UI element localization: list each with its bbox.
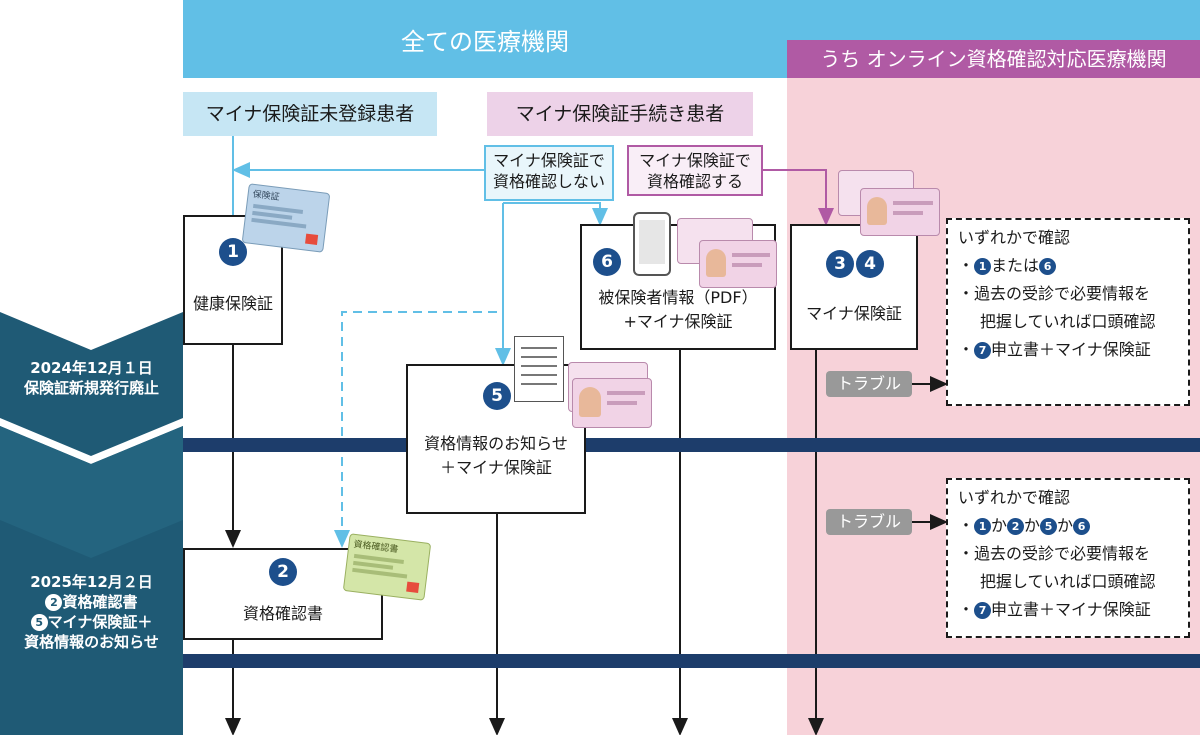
timeline-2024-desc: 保険証新規発行廃止 xyxy=(23,379,159,397)
condition-line: 資格確認する xyxy=(646,172,743,191)
qualification-card-icon: 資格確認書 xyxy=(342,533,432,601)
timeline-chevron-3 xyxy=(0,426,183,558)
procedure-patient-label: マイナ保険証手続き患者 xyxy=(487,92,753,136)
my-number-insurance-label: マイナ保険証 xyxy=(806,304,902,323)
notes-text: 申立書＋マイナ保険証 xyxy=(991,340,1151,359)
timeline-band-2024 xyxy=(183,438,1200,452)
notes-line: 把握していれば口頭確認 xyxy=(980,572,1156,591)
condition-line: 資格確認しない xyxy=(492,172,605,191)
notes-text: か xyxy=(1057,516,1074,535)
timeline-2025-date: 2025年12月２日 xyxy=(30,573,153,591)
trouble-label-upper: トラブル xyxy=(826,371,912,397)
timeline-2025-text: マイナ保険証＋ xyxy=(47,613,153,631)
qualification-notice-label: 資格情報のお知らせ ＋マイナ保険証 xyxy=(406,432,586,480)
number-badge: 5 xyxy=(30,614,48,631)
trouble-label-lower: トラブル xyxy=(826,509,912,535)
number-badge-1: 1 xyxy=(219,238,247,266)
notes-title: いずれかで確認 xyxy=(958,488,1071,507)
notes-text: 申立書＋マイナ保険証 xyxy=(991,600,1151,619)
timeline-2025-text: 資格確認書 xyxy=(62,593,138,611)
number-badge-3: 3 xyxy=(826,250,854,278)
number-badge: 2 xyxy=(45,594,63,611)
my-number-card-icon xyxy=(699,240,777,288)
insured-info-label: 被保険者情報（PDF） +マイナ保険証 xyxy=(580,286,776,334)
notes-line: ・過去の受診で必要情報を xyxy=(958,544,1151,563)
online-institutions-title: うち オンライン資格確認対応医療機関 xyxy=(787,40,1200,78)
number-badge: 6 xyxy=(1039,258,1057,275)
timeline-chevron-1 xyxy=(0,312,183,456)
number-badge-4: 4 xyxy=(856,250,884,278)
number-badge: 6 xyxy=(1073,518,1091,535)
smartphone-icon xyxy=(633,212,671,276)
number-badge-2: 2 xyxy=(269,558,297,586)
notes-title: いずれかで確認 xyxy=(958,228,1071,247)
box-label-line: ＋マイナ保険証 xyxy=(440,458,552,477)
my-number-insurance-box xyxy=(790,224,918,350)
condition-line: マイナ保険証で xyxy=(639,151,751,170)
number-badge: 5 xyxy=(1040,518,1058,535)
health-insurance-card-label: 健康保険証 xyxy=(192,294,273,313)
notes-text: か xyxy=(991,516,1008,535)
notes-text: か xyxy=(1024,516,1041,535)
timeline-2024: 2024年12月１日 保険証新規発行廃止 xyxy=(0,358,183,398)
number-badge: 2 xyxy=(1007,518,1025,535)
number-badge: 1 xyxy=(974,258,992,275)
my-number-card-icon xyxy=(572,378,652,428)
number-badge: 7 xyxy=(974,602,992,619)
no-verify-condition: マイナ保険証で 資格確認しない xyxy=(484,145,614,201)
timeline-band-2025 xyxy=(183,654,1200,668)
unregistered-patient-label: マイナ保険証未登録患者 xyxy=(183,92,437,136)
qualification-certificate-label: 資格確認書 xyxy=(242,604,323,623)
timeline-2024-date: 2024年12月１日 xyxy=(30,359,153,377)
number-badge-6: 6 xyxy=(593,248,621,276)
all-institutions-title: 全ての医療機関 xyxy=(401,28,569,56)
document-icon xyxy=(514,336,564,402)
box-label-line: 資格情報のお知らせ xyxy=(424,434,568,453)
notes-text: または xyxy=(991,256,1040,275)
insurance-card-icon: 保険証 xyxy=(241,183,331,253)
notes-line: 把握していれば口頭確認 xyxy=(980,312,1156,331)
condition-line: マイナ保険証で xyxy=(493,151,605,170)
notes-line: ・過去の受診で必要情報を xyxy=(958,284,1151,303)
number-badge: 7 xyxy=(974,342,992,359)
verify-condition: マイナ保険証で 資格確認する xyxy=(627,145,763,196)
my-number-card-icon xyxy=(860,188,940,236)
box-label-line: 被保険者情報（PDF） xyxy=(598,288,758,307)
box-label-line: +マイナ保険証 xyxy=(623,312,733,331)
number-badge-5: 5 xyxy=(483,382,511,410)
timeline-2025-text: 資格情報のお知らせ xyxy=(24,633,159,651)
number-badge: 1 xyxy=(974,518,992,535)
